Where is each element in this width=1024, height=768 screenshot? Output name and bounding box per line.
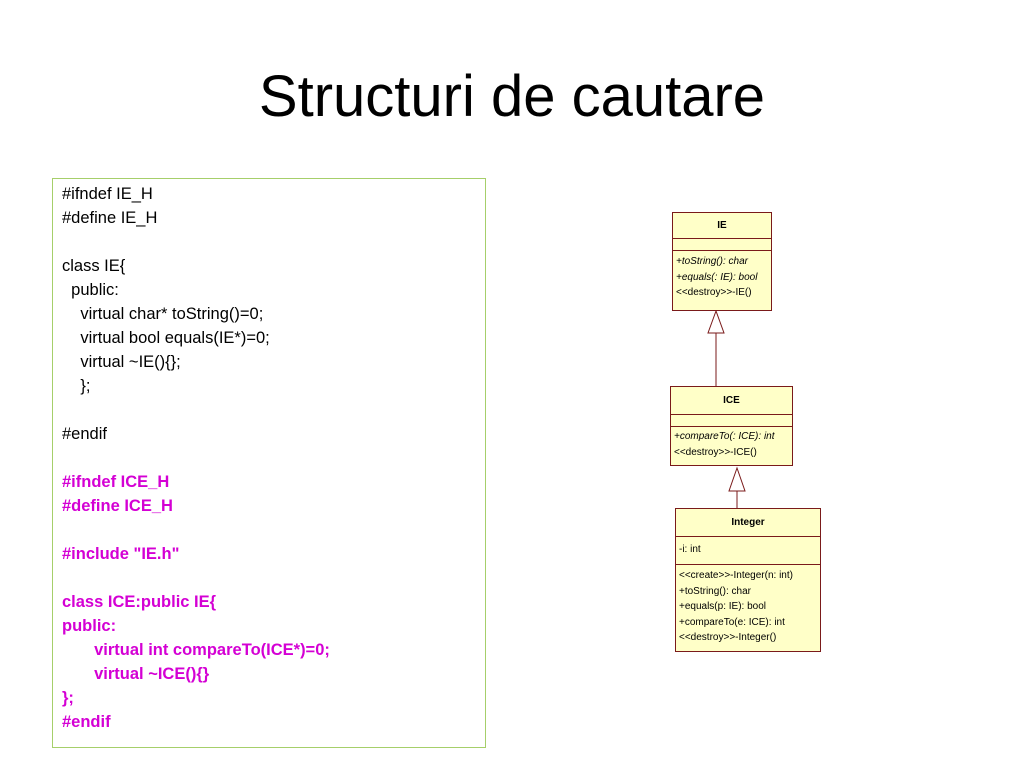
code-line: #endif bbox=[62, 425, 107, 443]
code-line: class IE{ bbox=[62, 257, 126, 275]
code-line: public: bbox=[62, 281, 119, 299]
code-line: }; bbox=[62, 689, 74, 707]
uml-member: <<destroy>>-ICE() bbox=[674, 446, 757, 458]
uml-class-name: IE bbox=[673, 213, 771, 239]
code-line: class ICE:public IE{ bbox=[62, 593, 217, 611]
uml-class-name: ICE bbox=[671, 387, 792, 415]
code-line bbox=[62, 566, 485, 590]
uml-member: +compareTo(e: ICE): int bbox=[679, 616, 785, 628]
uml-operations-section: +toString(): char +equals(: IE): bool <<de… bbox=[673, 251, 771, 301]
code-line: virtual char* toString()=0; bbox=[62, 305, 264, 323]
code-line bbox=[62, 446, 485, 470]
uml-attributes-section bbox=[673, 239, 771, 251]
code-line: }; bbox=[62, 377, 91, 395]
slide-title: Structuri de cautare bbox=[258, 64, 766, 129]
uml-attributes-section: -i: int bbox=[676, 537, 820, 565]
uml-member: <<create>>-Integer(n: int) bbox=[679, 570, 793, 581]
code-line bbox=[62, 230, 485, 254]
generalization-integer-to-ice bbox=[728, 466, 746, 508]
generalization-ice-to-ie bbox=[707, 309, 725, 386]
uml-class-integer[interactable]: Integer -i: int <<create>>-Integer(n: in… bbox=[675, 508, 821, 652]
uml-operations-section: +compareTo(: ICE): int <<destroy>>-ICE() bbox=[671, 427, 792, 460]
uml-member: +compareTo(: ICE): int bbox=[674, 431, 775, 442]
code-line: #include "IE.h" bbox=[62, 545, 180, 563]
uml-member: +equals(: IE): bool bbox=[676, 271, 758, 283]
uml-attributes-section bbox=[671, 415, 792, 427]
code-line: virtual bool equals(IE*)=0; bbox=[62, 329, 270, 347]
uml-operations-section: <<create>>-Integer(n: int) +toString(): c… bbox=[676, 565, 820, 646]
code-line: virtual int compareTo(ICE*)=0; bbox=[62, 641, 330, 659]
code-line bbox=[62, 518, 485, 542]
code-line: #ifndef ICE_H bbox=[62, 473, 170, 491]
code-line bbox=[62, 398, 485, 422]
uml-class-ie[interactable]: IE +toString(): char +equals(: IE): bool <… bbox=[672, 212, 772, 311]
uml-member: <<destroy>>-IE() bbox=[676, 287, 752, 298]
uml-member: +toString(): char bbox=[679, 585, 751, 597]
code-line: #define ICE_H bbox=[62, 497, 173, 515]
code-line: virtual ~IE(){}; bbox=[62, 353, 181, 371]
code-line: #endif bbox=[62, 713, 111, 731]
code-line: #define IE_H bbox=[62, 209, 158, 227]
code-line: #ifndef IE_H bbox=[62, 185, 153, 203]
uml-member: +equals(p: IE): bool bbox=[679, 601, 766, 612]
uml-class-name: Integer bbox=[676, 509, 820, 537]
uml-class-ice[interactable]: ICE +compareTo(: ICE): int <<destroy>>-IC… bbox=[670, 386, 793, 466]
uml-member: <<destroy>>-Integer() bbox=[679, 632, 777, 643]
uml-member: +toString(): char bbox=[676, 256, 748, 267]
uml-member: -i: int bbox=[679, 544, 701, 555]
code-line: virtual ~ICE(){} bbox=[62, 665, 210, 683]
code-line: public: bbox=[62, 617, 117, 635]
